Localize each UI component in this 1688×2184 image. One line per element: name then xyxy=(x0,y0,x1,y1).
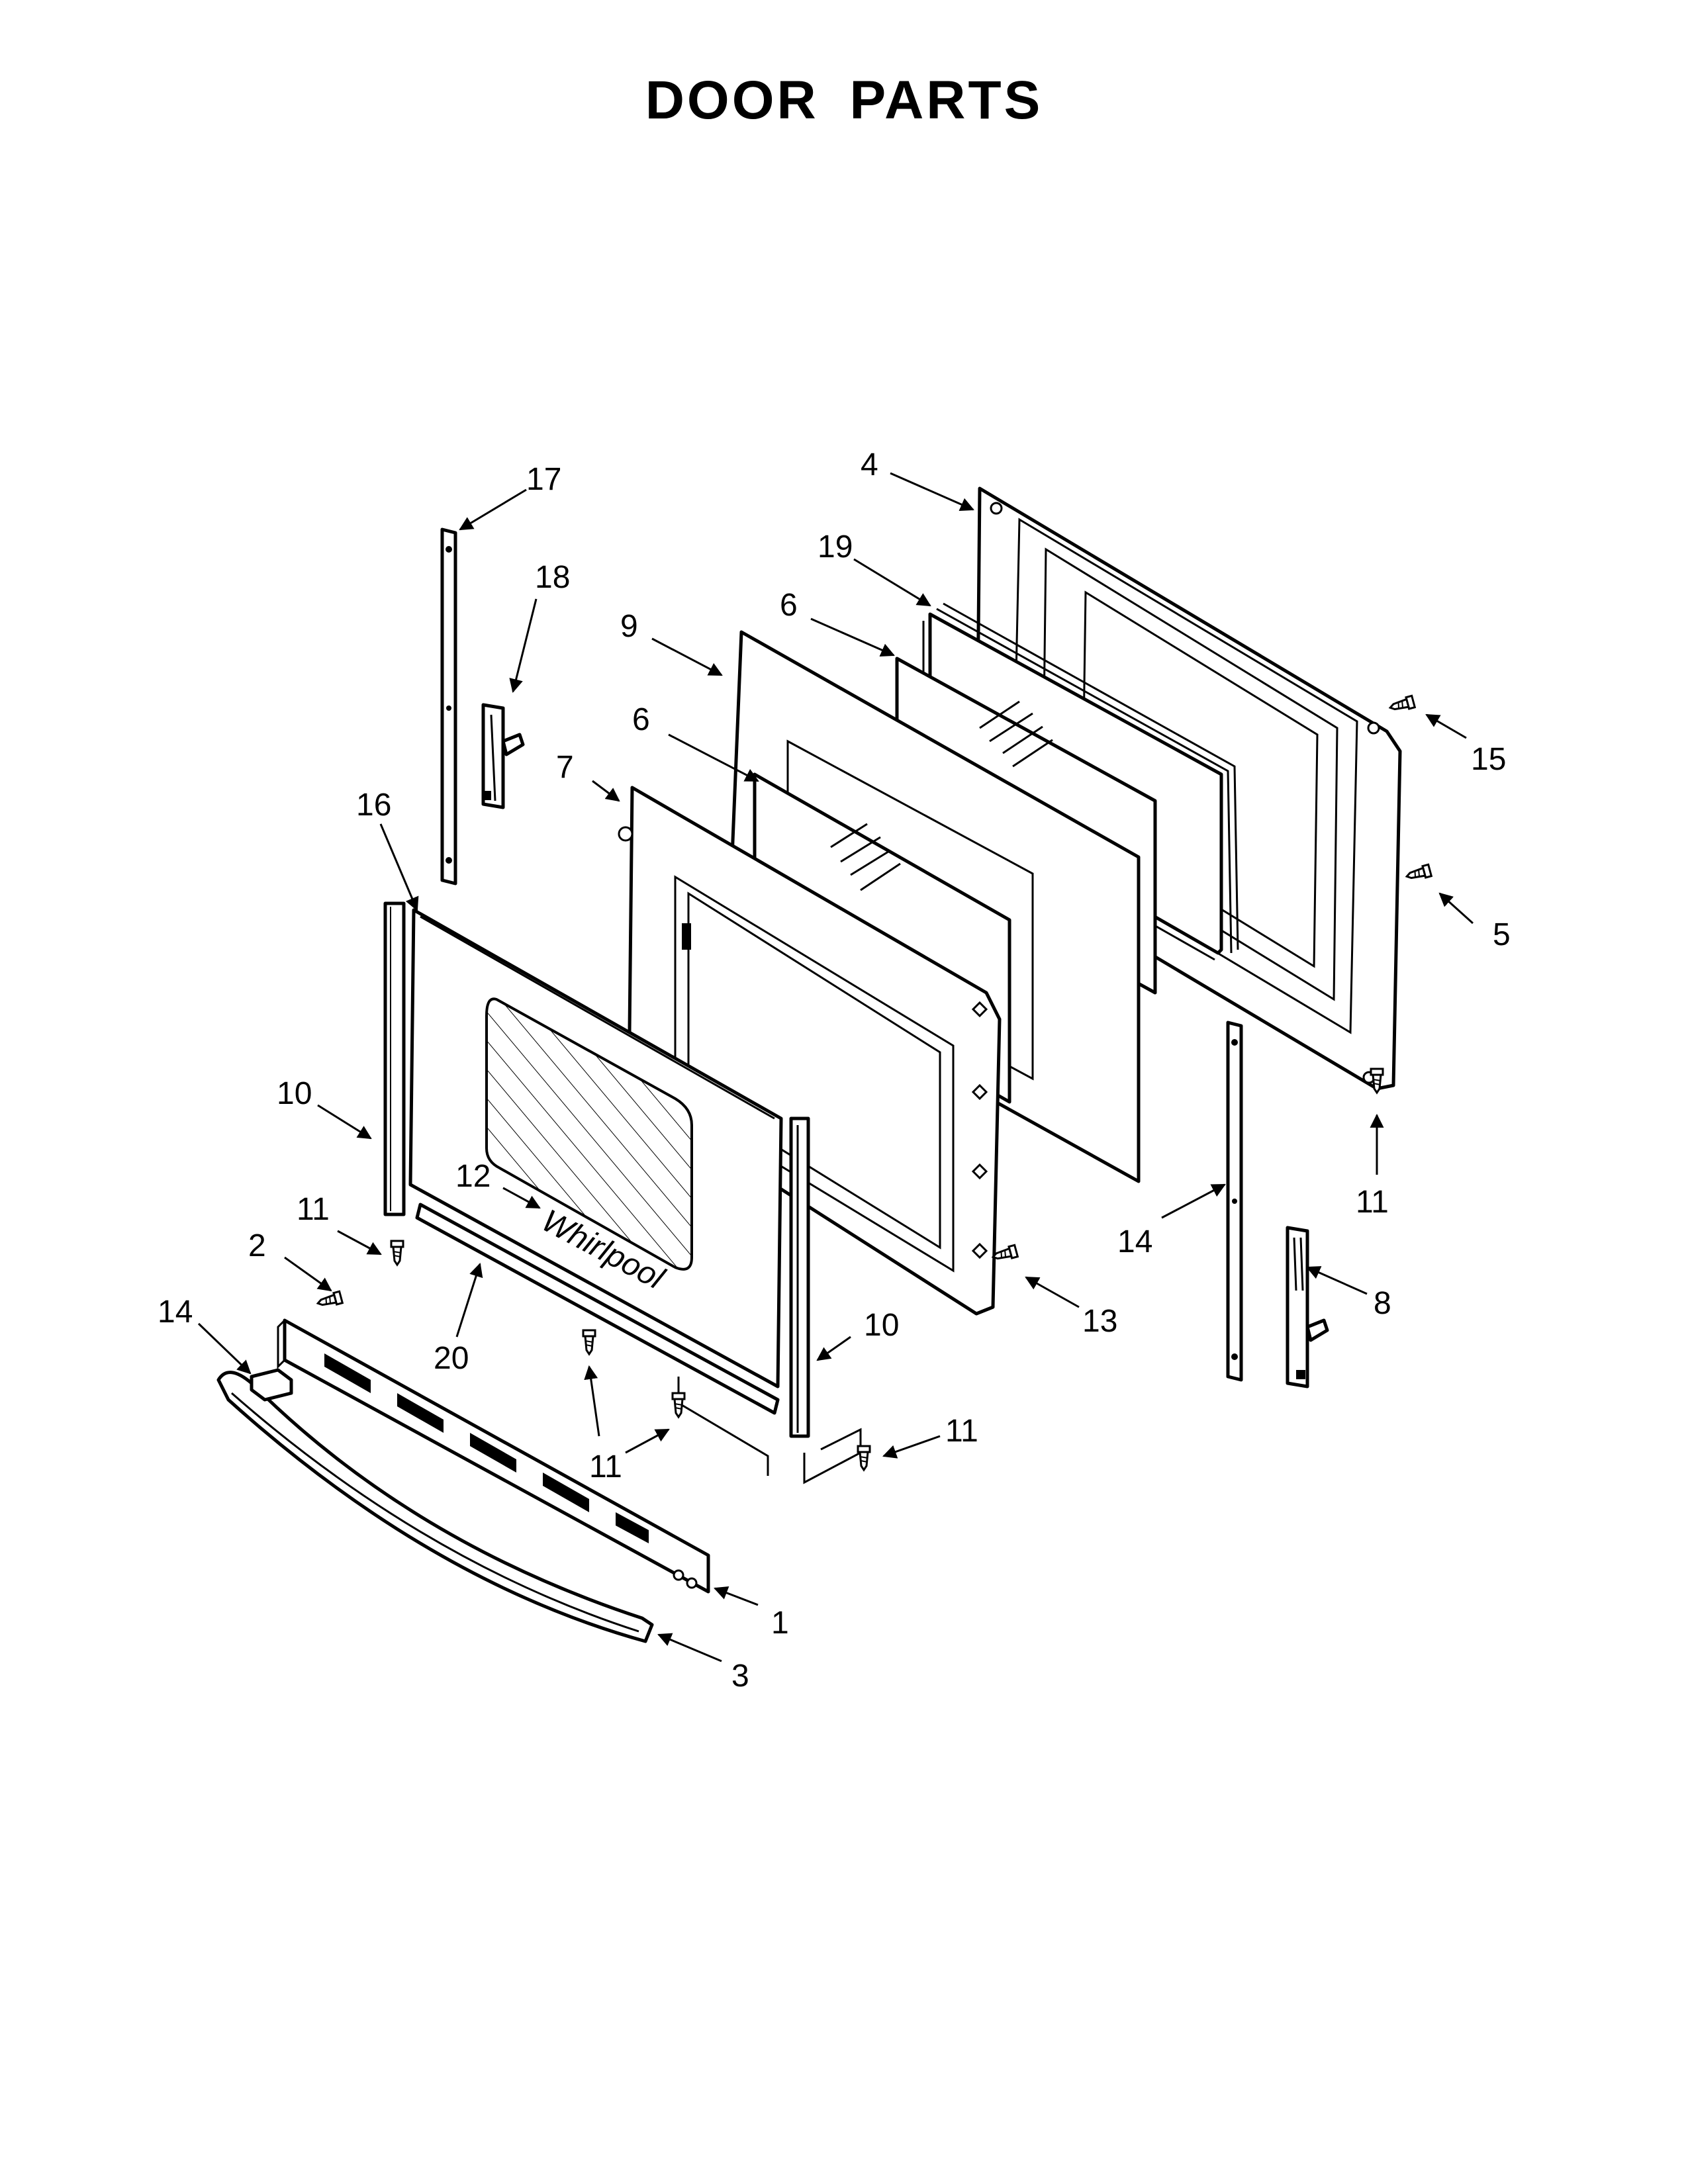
callout-12: 12 xyxy=(455,1159,491,1194)
screw-5 xyxy=(1404,863,1432,884)
callout-6-upper: 6 xyxy=(780,588,798,623)
callout-10-right: 10 xyxy=(864,1308,899,1343)
callout-5: 5 xyxy=(1493,917,1511,952)
hinge-receiver-left xyxy=(440,527,457,886)
callout-11-right: 11 xyxy=(1356,1185,1389,1220)
vent-trim-louvered xyxy=(277,1318,710,1594)
page-title: DOOR PARTS xyxy=(645,70,1043,130)
door-side-trim-right xyxy=(789,1116,862,1484)
screw-11-left xyxy=(390,1240,404,1266)
callout-11-bottom: 11 xyxy=(945,1414,978,1449)
hinge-left xyxy=(481,703,525,809)
callout-9: 9 xyxy=(620,609,638,644)
door-side-trim-left xyxy=(383,901,406,1216)
screw-2 xyxy=(315,1290,344,1310)
callout-14-left: 17 xyxy=(526,462,561,497)
handle-end-cap xyxy=(250,1368,293,1402)
callout-8: 8 xyxy=(1374,1286,1391,1321)
callout-3: 3 xyxy=(731,1659,749,1694)
callout-14-right: 14 xyxy=(1117,1224,1152,1259)
callout-20: 20 xyxy=(434,1341,469,1376)
screw-11-lower xyxy=(671,1392,686,1418)
callout-11-center: 11 xyxy=(589,1449,622,1484)
callout-6-lower: 6 xyxy=(632,702,650,737)
callout-2: 2 xyxy=(248,1228,266,1263)
callout-15: 15 xyxy=(1471,742,1506,777)
hinge-receiver-right xyxy=(1226,1021,1243,1382)
outer-door-panel: Whirlpool xyxy=(408,908,783,1388)
callout-1: 1 xyxy=(771,1606,789,1641)
callout-18: 18 xyxy=(535,560,570,595)
callout-7: 7 xyxy=(556,750,574,785)
vent-trim xyxy=(415,1203,780,1476)
callout-4: 4 xyxy=(861,447,878,482)
callout-16: 16 xyxy=(356,788,391,823)
hinge-right xyxy=(1286,1226,1329,1388)
screw-15 xyxy=(1387,694,1416,715)
callout-10-left: 10 xyxy=(277,1076,312,1111)
screw-11-center xyxy=(582,1329,596,1355)
callout-13: 13 xyxy=(1082,1304,1117,1339)
callout-17: 14 xyxy=(158,1295,193,1330)
screw-11-bottom xyxy=(857,1445,871,1471)
leader-lines xyxy=(197,472,1474,1662)
callout-11-left: 11 xyxy=(297,1192,330,1227)
callout-19: 19 xyxy=(818,529,853,565)
